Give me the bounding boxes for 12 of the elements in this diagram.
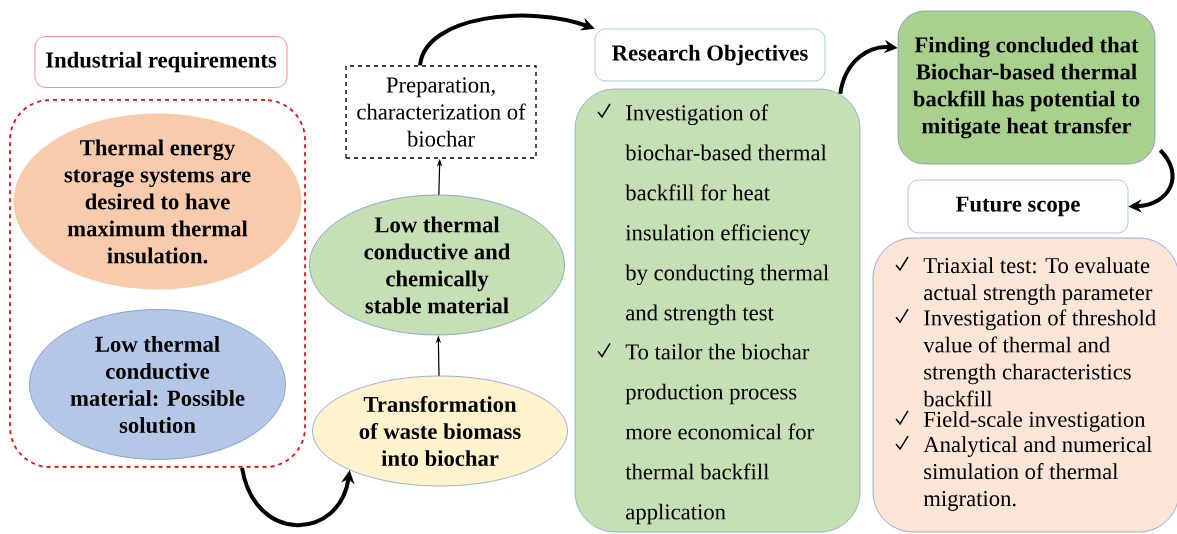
bullet-text: Investigation of threshold value of thermal and strength characteristics backfill: [923, 309, 1156, 407]
heading-box: Industrial requirements: [34, 36, 288, 88]
dashed-box: Preparation, characterization of biochar: [345, 65, 537, 159]
heading-box: Future scope: [907, 179, 1129, 234]
bullet-text: Analytical and numerical simulation of thermal migration.: [923, 436, 1152, 511]
dashed-container: [9, 99, 306, 468]
bullet-text: Investigation of biochar-based thermal backfill for heat insulation efficiency by conducting thermal and strength test: [625, 104, 829, 326]
bullet-text: To tailor the biochar production process more economical for thermal backfill application: [625, 343, 814, 525]
heading-box: Research Objectives: [594, 28, 826, 82]
finding-box: Finding concluded that Biochar-based thermal backfill has potential to mitigate heat transfer: [897, 10, 1156, 165]
bullet-text: Field-scale investigation: [923, 411, 1146, 432]
bullet-text: Triaxial test: To evaluate actual strength parameter: [923, 257, 1153, 305]
